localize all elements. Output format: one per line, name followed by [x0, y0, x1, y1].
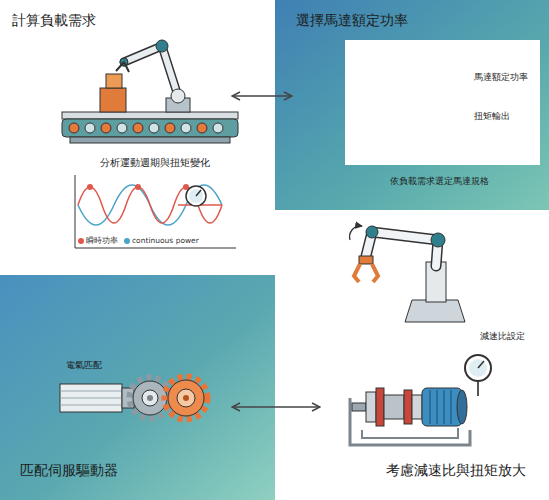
cable-and-gears — [183, 395, 189, 401]
conveyor — [85, 123, 95, 133]
conveyor — [165, 123, 175, 133]
cable-and-gears — [142, 390, 158, 406]
robot-arm — [156, 40, 168, 52]
robot-arm — [171, 89, 185, 103]
gear-motor — [412, 395, 422, 419]
panel-title: 選擇馬達額定功率 — [296, 12, 408, 29]
conveyor — [69, 123, 79, 133]
panel-title: 計算負載需求 — [12, 12, 96, 29]
callout-label: 馬達額定功率 — [474, 72, 528, 83]
cargo-box — [100, 74, 126, 112]
conveyor — [62, 112, 238, 143]
robot-arm — [359, 256, 373, 264]
power-chart — [78, 187, 222, 223]
stage-panel: 選擇馬達額定功率馬達額定功率扭矩輸出 — [292, 0, 549, 205]
ratio-gauge — [465, 355, 491, 396]
gear-motor — [429, 390, 431, 424]
robot-arm — [350, 226, 465, 322]
conveyor — [101, 123, 111, 133]
gear-motor — [457, 390, 467, 424]
cargo-box — [106, 74, 122, 88]
conveyor — [213, 123, 223, 133]
motor-box: 馬達額定功率扭矩輸出 — [345, 40, 540, 165]
robot-arm — [405, 300, 465, 322]
power-chart — [75, 175, 236, 248]
cable-and-gears — [177, 389, 195, 407]
conveyor — [133, 123, 143, 133]
robot-arm — [124, 46, 178, 96]
stage-panel: 考慮減速比與扭矩放大 — [320, 210, 549, 500]
gear-motor — [352, 403, 366, 411]
cable-and-gears — [165, 377, 207, 419]
gear-motor — [362, 428, 458, 438]
power-chart — [135, 184, 141, 190]
panel-title: 考慮減速比與扭矩放大 — [386, 462, 526, 479]
robot-arm — [350, 226, 362, 240]
box-caption: 依負載需求選定馬達規格 — [390, 176, 489, 187]
gauge-icon — [196, 190, 201, 196]
ratio-gauge — [478, 361, 484, 368]
robot-arm — [366, 232, 438, 266]
power-chart — [78, 185, 222, 225]
robot-arm — [124, 46, 178, 96]
conveyor — [149, 123, 159, 133]
power-chart — [87, 184, 93, 190]
cable-and-gears — [60, 384, 122, 412]
gear-motor — [404, 390, 412, 424]
ratio-gauge — [469, 359, 487, 377]
conveyor — [62, 112, 238, 119]
gear-motor — [422, 388, 462, 426]
legend-swatch — [78, 238, 84, 244]
cable-and-gears — [147, 395, 153, 401]
robot-arm — [354, 264, 378, 282]
gear-motor — [366, 392, 376, 422]
stage-panel: 匹配伺服驅動器 — [0, 275, 232, 500]
gear-motor — [384, 395, 404, 419]
robot-arm — [116, 40, 190, 112]
conveyor — [197, 123, 207, 133]
part-label: 減速比設定 — [480, 331, 525, 342]
cable-and-gears — [60, 398, 122, 399]
panel-background — [275, 0, 549, 210]
legend-text: 瞬時功率 — [86, 236, 118, 245]
panel-background — [0, 275, 275, 500]
double-arrow — [232, 406, 320, 408]
gear-motor — [350, 388, 470, 445]
callout-label: 扭矩輸出 — [474, 111, 510, 122]
gear-motor — [450, 390, 452, 424]
gear-motor — [443, 390, 445, 424]
double-arrow — [232, 95, 292, 97]
robot-arm — [366, 226, 378, 238]
chart-caption: 分析運動週期與扭矩變化 — [100, 157, 210, 168]
ratio-gauge — [477, 381, 479, 396]
conveyor — [62, 119, 238, 137]
legend-swatch — [124, 238, 130, 244]
ratio-gauge — [465, 355, 491, 381]
cargo-box — [100, 88, 126, 112]
cable-and-gears — [60, 377, 207, 419]
panel-title: 匹配伺服驅動器 — [20, 462, 118, 479]
stage-panel: 計算負載需求 — [0, 0, 232, 270]
cable-and-gears — [168, 380, 204, 416]
conveyor — [181, 123, 191, 133]
gauge-icon — [189, 189, 203, 203]
robot-arm — [431, 233, 445, 247]
conveyor — [70, 137, 230, 143]
gauge-icon — [186, 186, 206, 206]
conveyor — [117, 123, 127, 133]
robot-arm — [366, 232, 438, 266]
cable-and-gears — [60, 405, 122, 406]
gear-motor — [376, 388, 384, 426]
cable-and-gears — [60, 391, 122, 392]
robot-arm — [116, 62, 129, 72]
legend-text: continuous power — [132, 236, 199, 245]
gauge-icon — [186, 186, 206, 206]
power-chart — [75, 175, 236, 248]
part-label: 電氣匹配 — [66, 360, 102, 371]
gear-motor — [436, 390, 438, 424]
